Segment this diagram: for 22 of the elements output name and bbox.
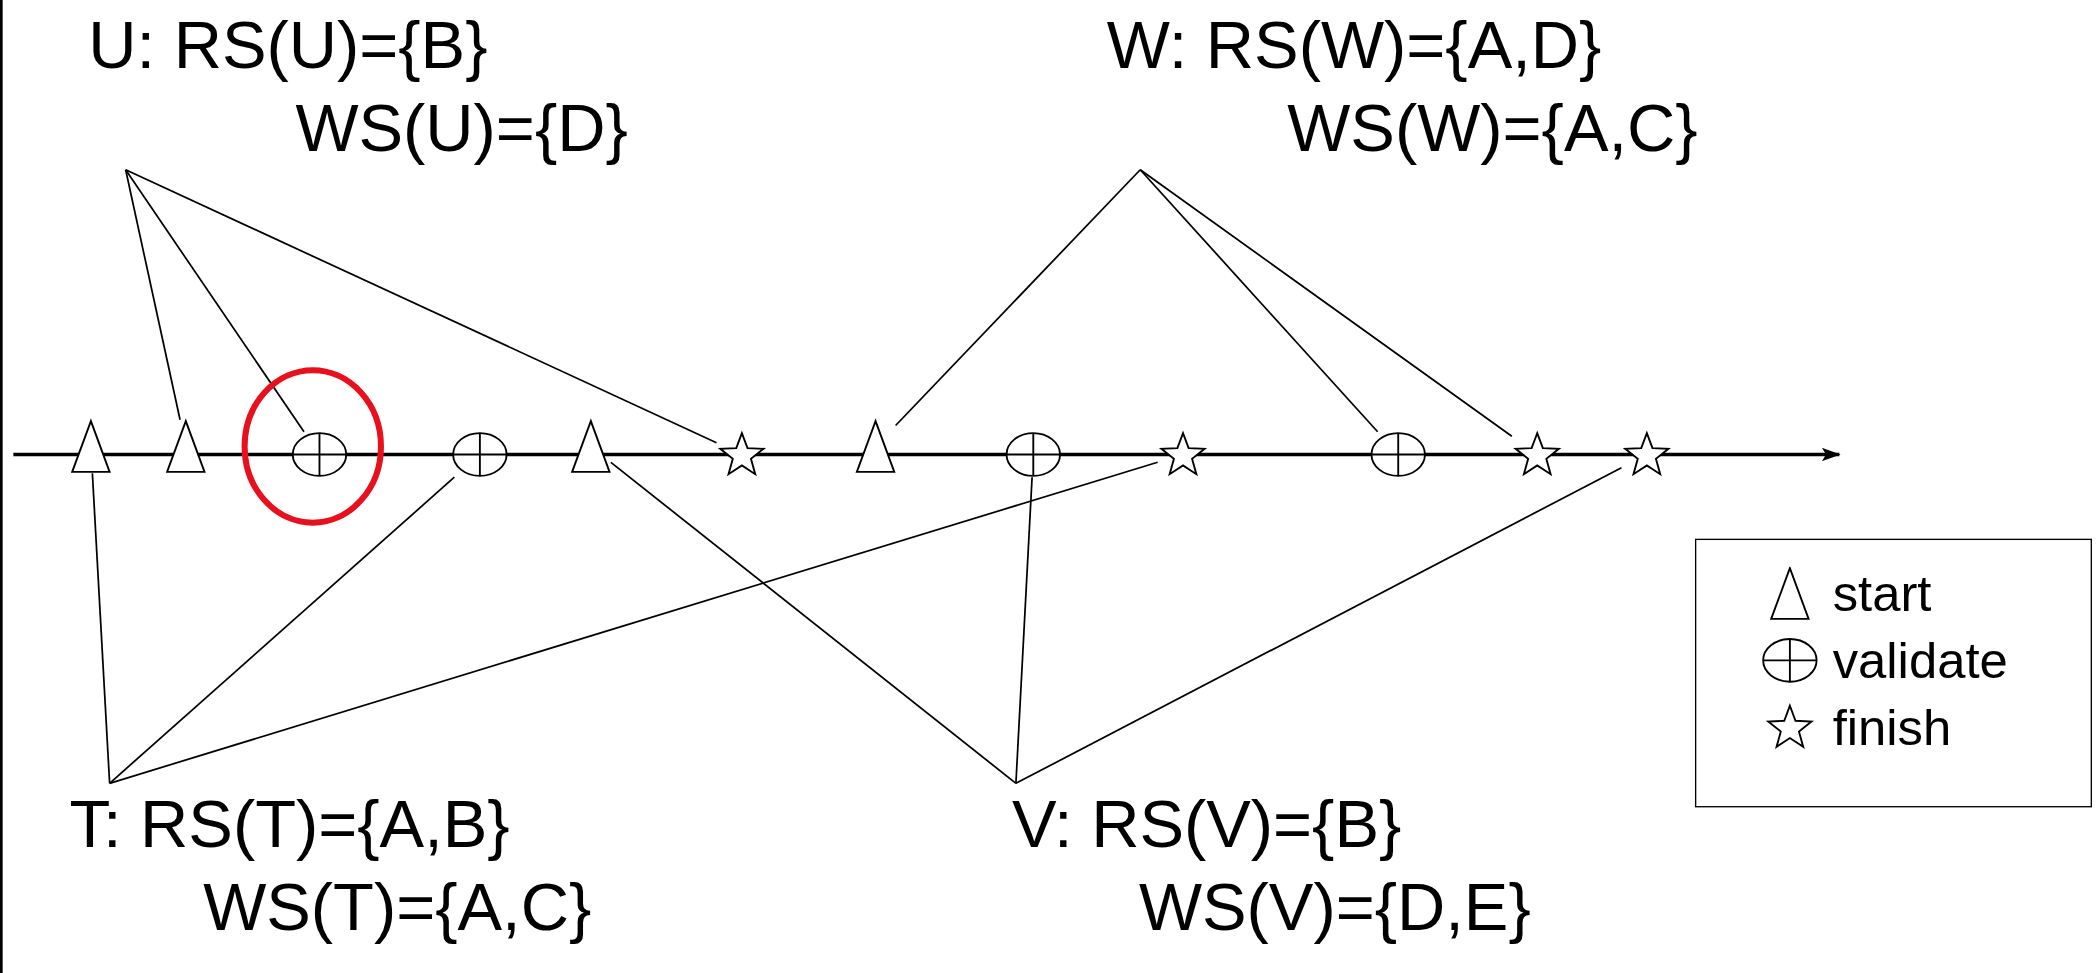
transaction-read-set: V: RS(V)={B}	[1011, 786, 1402, 865]
transaction-read-set: W: RS(W)={A,D}	[1106, 7, 1602, 85]
legend-label: finish	[1832, 698, 1952, 757]
connector-line	[894, 168, 1142, 427]
connector-line	[124, 168, 305, 433]
transaction-read-set: U: RS(U)={B}	[88, 7, 488, 85]
transaction-write-set: WS(U)={D}	[295, 89, 628, 168]
legend-label: validate	[1832, 631, 2008, 690]
connector-line	[91, 472, 111, 785]
connector-line	[108, 461, 1159, 785]
connector-line	[1015, 476, 1033, 785]
connector-line	[1015, 466, 1623, 785]
connector-line	[124, 168, 181, 421]
connector-line	[108, 476, 456, 785]
legend-label: start	[1832, 564, 1932, 623]
transaction-read-set: T: RS(T)={A,B}	[69, 786, 510, 865]
transaction-write-set: WS(T)={A,C}	[203, 869, 592, 948]
connector-line	[1139, 168, 1513, 438]
transaction-write-set: WS(V)={D,E}	[1138, 869, 1531, 948]
connector-line	[610, 461, 1017, 785]
connector-line	[124, 168, 718, 444]
transaction-write-set: WS(W)={A,C}	[1287, 89, 1698, 168]
